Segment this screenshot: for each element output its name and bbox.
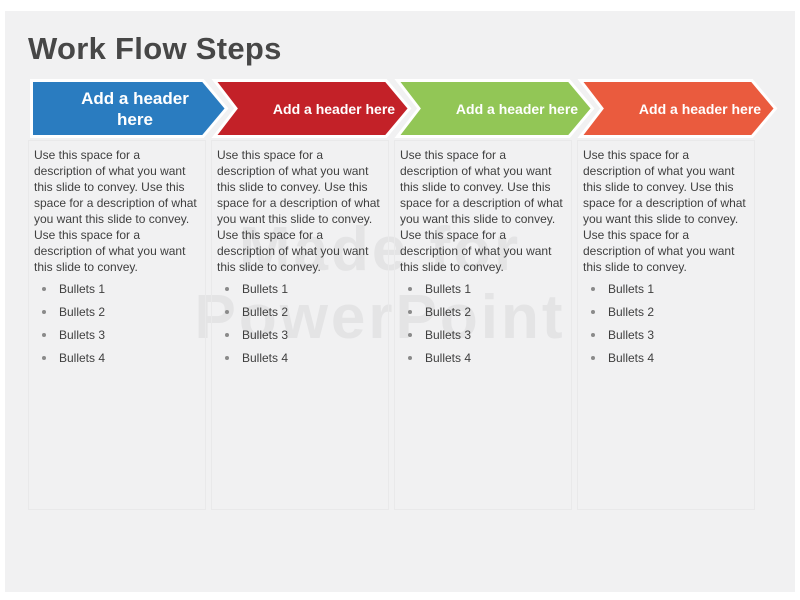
step-header-text: Add a header here bbox=[455, 100, 579, 117]
bullet-item: Bullets 2 bbox=[34, 305, 200, 319]
steps-row: Add a header here Use this space for a d… bbox=[28, 79, 778, 520]
step-description: Use this space for a description of what… bbox=[34, 148, 197, 274]
chevron-arrow-shape: Add a header here bbox=[211, 79, 412, 138]
bullet-item: Bullets 1 bbox=[583, 282, 749, 296]
chevron-arrow-icon bbox=[211, 79, 412, 138]
step-header-placeholder: Add a header here bbox=[213, 79, 459, 138]
step-text-box: Use this space for a description of what… bbox=[28, 140, 206, 510]
bullet-item: Bullets 1 bbox=[217, 282, 383, 296]
bullet-item: Bullets 4 bbox=[34, 351, 200, 365]
step-description: Use this space for a description of what… bbox=[400, 148, 563, 274]
step-text-box: Use this space for a description of what… bbox=[394, 140, 572, 510]
bullet-item: Bullets 1 bbox=[400, 282, 566, 296]
chevron-arrow-shape: Add a header here bbox=[394, 79, 595, 138]
watermark-line-2: PowerPoint bbox=[194, 283, 566, 352]
watermark: Made for PowerPoint bbox=[110, 216, 650, 352]
step-text-box: Use this space for a description of what… bbox=[577, 140, 755, 510]
step-bullet-list: Bullets 1 Bullets 2 Bullets 3 Bullets 4 bbox=[583, 282, 749, 365]
bullet-item: Bullets 4 bbox=[217, 351, 383, 365]
bullet-item: Bullets 2 bbox=[217, 305, 383, 319]
chevron-arrow-icon bbox=[394, 79, 595, 138]
step-header-placeholder: Add a header here bbox=[579, 79, 800, 138]
step-description: Use this space for a description of what… bbox=[583, 148, 746, 274]
bullet-item: Bullets 1 bbox=[34, 282, 200, 296]
step-header-text: Add a header here bbox=[638, 100, 762, 117]
bullet-item: Bullets 3 bbox=[583, 328, 749, 342]
step-text-box: Use this space for a description of what… bbox=[211, 140, 389, 510]
step-description: Use this space for a description of what… bbox=[217, 148, 380, 274]
step-header-text: Add a header here bbox=[272, 100, 396, 117]
bullet-item: Bullets 4 bbox=[400, 351, 566, 365]
bullet-item: Bullets 3 bbox=[400, 328, 566, 342]
workflow-step: Add a header here Use this space for a d… bbox=[394, 79, 595, 520]
workflow-step: Add a header here Use this space for a d… bbox=[577, 79, 778, 520]
bullet-item: Bullets 2 bbox=[583, 305, 749, 319]
chevron-arrow-shape: Add a header here bbox=[577, 79, 778, 138]
watermark-line-1: Made for bbox=[238, 215, 522, 284]
bullet-item: Bullets 3 bbox=[217, 328, 383, 342]
step-bullet-list: Bullets 1 Bullets 2 Bullets 3 Bullets 4 bbox=[217, 282, 383, 365]
step-header-placeholder: Add a header here bbox=[396, 79, 642, 138]
chevron-arrow-icon bbox=[30, 79, 229, 138]
page-title: Work Flow Steps bbox=[28, 30, 282, 66]
bullet-item: Bullets 2 bbox=[400, 305, 566, 319]
bullet-item: Bullets 3 bbox=[34, 328, 200, 342]
chevron-arrow-shape: Add a header here bbox=[30, 79, 229, 138]
workflow-step: Add a header here Use this space for a d… bbox=[211, 79, 412, 520]
step-header-placeholder: Add a header here bbox=[30, 79, 260, 138]
step-header-text: Add a header here bbox=[81, 88, 189, 129]
step-bullet-list: Bullets 1 Bullets 2 Bullets 3 Bullets 4 bbox=[34, 282, 200, 365]
step-bullet-list: Bullets 1 Bullets 2 Bullets 3 Bullets 4 bbox=[400, 282, 566, 365]
chevron-arrow-icon bbox=[577, 79, 778, 138]
bullet-item: Bullets 4 bbox=[583, 351, 749, 365]
workflow-step: Add a header here Use this space for a d… bbox=[28, 79, 229, 520]
